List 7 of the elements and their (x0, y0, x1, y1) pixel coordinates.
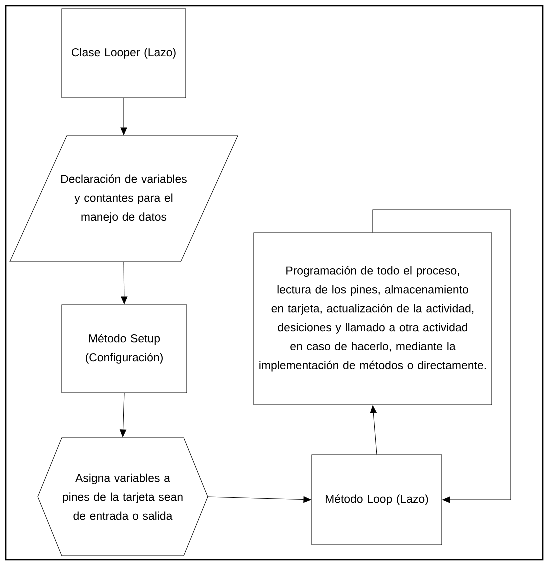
process-box: Método Setup (Configuración) (62, 304, 188, 394)
process-box: Programación de todo el proceso, lectura de los pines, almacenamiento en tarjeta, actualización de la actividad, desiciones y llamado a otra actividad en caso de hacerlo, mediante la implementación de métodos o directamente. (254, 232, 492, 406)
preparation-hexagon: Asigna variables a pines de la tarjeta sean de entrada o salida (38, 438, 208, 556)
data-parallelogram: Declaración de variables y contantes para el manejo de datos (10, 136, 238, 262)
arrow (372, 210, 512, 504)
process-box: Clase Looper (Lazo) (62, 8, 186, 98)
process-box: Método Loop (Lazo) (312, 454, 442, 546)
